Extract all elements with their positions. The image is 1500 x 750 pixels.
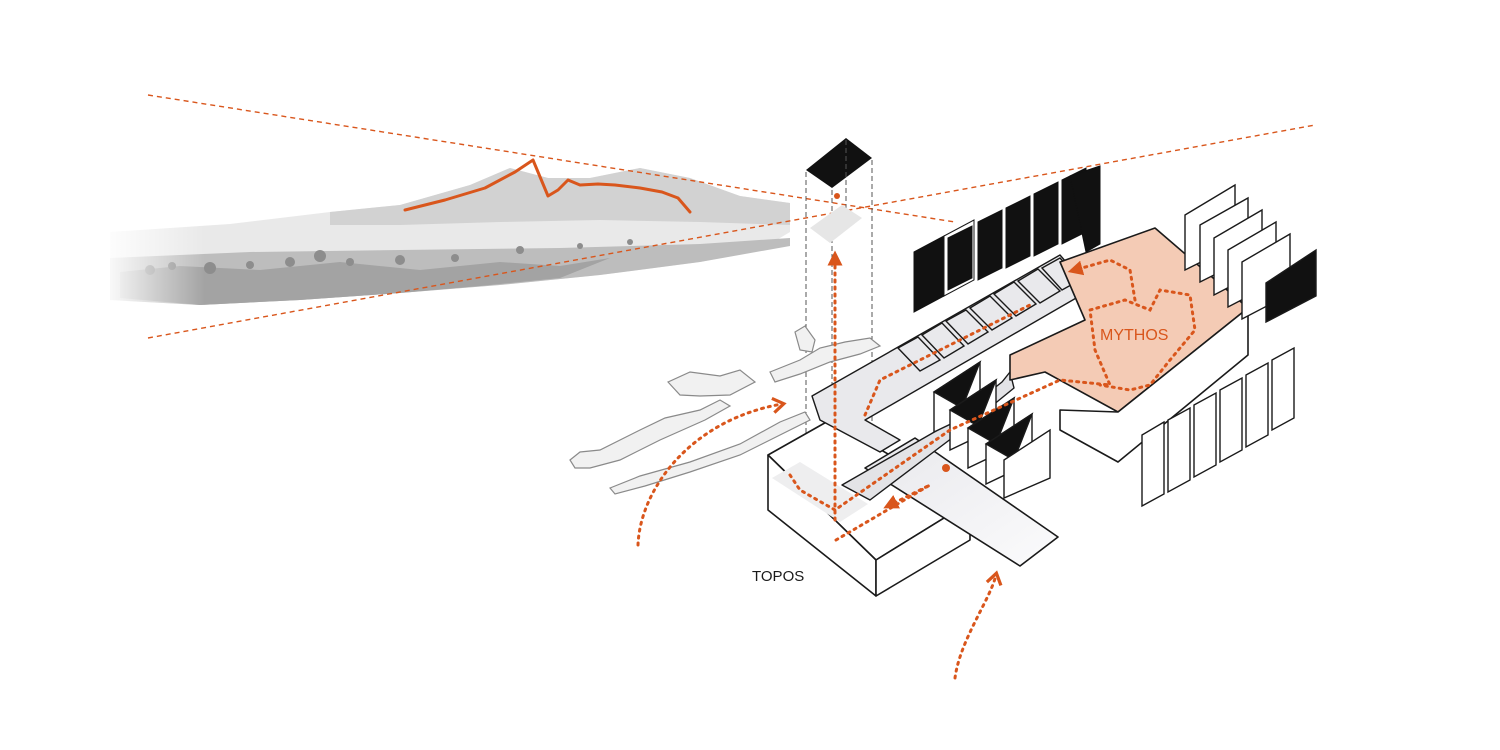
circulation-paths [636, 250, 1197, 680]
fin-walls-right-row [1184, 183, 1317, 324]
sight-lines [147, 94, 1316, 339]
label-mythos: MYTHOS [1100, 327, 1168, 344]
landscape-sketch [100, 160, 790, 320]
fin-walls-lower-right-row [1141, 346, 1295, 508]
label-topos: TOPOS [752, 568, 804, 585]
tower-floor-plate [810, 205, 862, 243]
fin-walls-center [932, 360, 1051, 500]
site-ruins [569, 325, 882, 495]
focal-point [834, 193, 840, 199]
tower-roof [806, 138, 872, 188]
walkway-frames [896, 257, 1082, 372]
path-node [942, 464, 950, 472]
fin-walls-back-row [913, 165, 1101, 313]
mountain-ridge-line [403, 158, 692, 214]
entry-path [864, 437, 1059, 567]
